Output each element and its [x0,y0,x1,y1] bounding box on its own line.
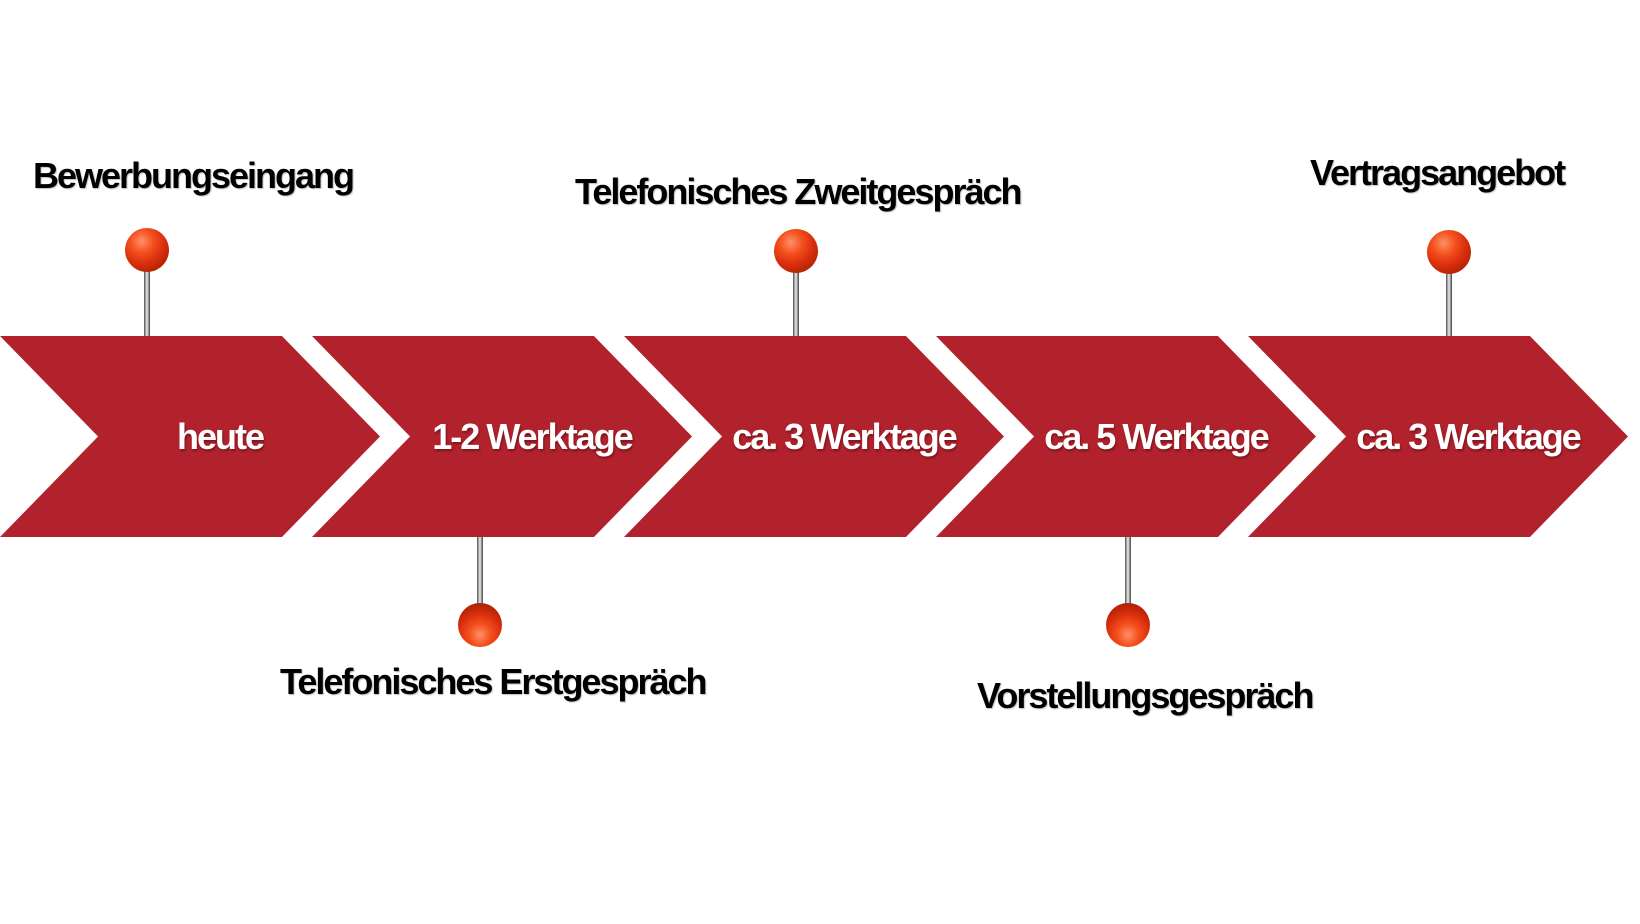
pin-telefonisches-zweitgespraech [774,229,818,341]
pin-vorstellungsgespraech [1106,532,1150,647]
pin-stem [477,532,483,610]
milestone-label-telefonisches-erstgespraech: Telefonisches Erstgespräch [280,661,708,702]
pin-stem [1125,532,1131,610]
stage-5-duration-label: ca. 3 Werktage [1356,415,1581,457]
pushpin-icon [1427,230,1471,274]
pushpin-icon [458,603,502,647]
pin-bewerbungseingang [125,228,169,341]
milestone-label-telefonisches-zweitgespraech: Telefonisches Zweitgespräch [575,171,1022,212]
pin-stem [793,251,799,341]
milestone-label-vertragsangebot: Vertragsangebot [1310,152,1566,193]
pin-stem [144,250,150,341]
pushpin-icon [774,229,818,273]
pin-vertragsangebot [1427,230,1471,341]
pin-stem [1446,252,1452,341]
pushpin-icon [1106,603,1150,647]
stage-arrow-1: heute [0,336,380,537]
pushpin-icon [125,228,169,272]
milestone-label-bewerbungseingang: Bewerbungseingang [33,155,355,196]
pin-telefonisches-erstgespraech [458,532,502,647]
stage-2-duration-label: 1-2 Werktage [432,415,633,457]
milestone-label-vorstellungsgespraech: Vorstellungsgespräch [977,675,1314,716]
stage-4-duration-label: ca. 5 Werktage [1044,415,1269,457]
stage-3-duration-label: ca. 3 Werktage [732,415,957,457]
stage-1-duration-label: heute [176,415,265,457]
